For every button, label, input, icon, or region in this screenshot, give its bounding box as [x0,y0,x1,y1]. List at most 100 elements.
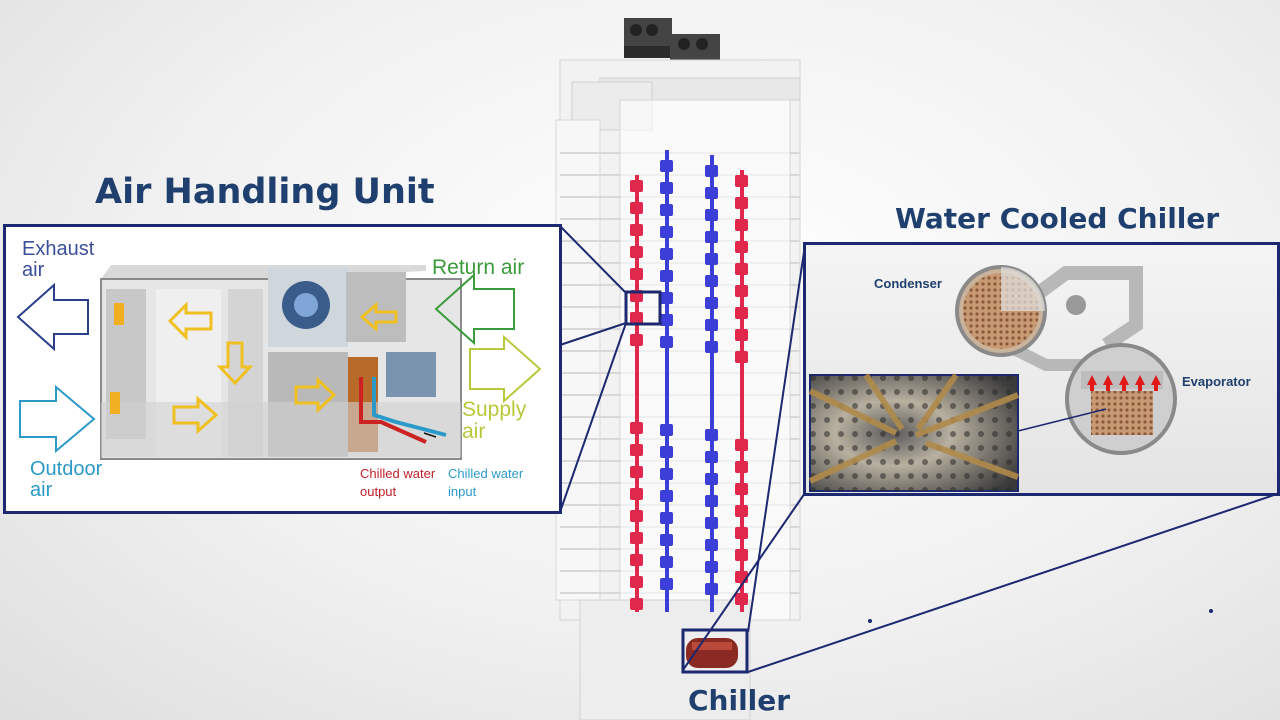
fan-coil-block [735,219,748,231]
fan-coil-block [735,483,748,495]
outdoor-air-arrow [19,384,96,454]
fan-coil-block [630,488,643,500]
condenser-vessel [955,265,1047,357]
ahu-panel: Exhaust air Return air Supply air Outdoo… [3,224,562,514]
fan-coil-block [735,241,748,253]
fan-coil-block [735,351,748,363]
fan-coil-block [660,424,673,436]
fan-coil-block [660,182,673,194]
fan-coil-block [660,248,673,260]
chw-output-line2: output [360,483,397,499]
fan-coil-block [705,429,718,441]
fan-coil-block [630,312,643,324]
fan-coil-block [735,307,748,319]
fan-coil-block [660,490,673,502]
supply-air-line1: Supply [462,398,527,421]
fan-coil-block [630,510,643,522]
supply-air-label: Supply air [462,398,527,444]
fan-coil-block [630,224,643,236]
fan-coil-block [630,576,643,588]
fan-coil-block [630,466,643,478]
fan-coil-block [660,468,673,480]
fan-coil-block [630,246,643,258]
exhaust-air-label: Exhaust air [22,239,94,281]
fan-coil-block [705,297,718,309]
fan-coil-block [735,197,748,209]
fan-coil-block [705,275,718,287]
fan-coil-block [630,532,643,544]
fan-coil-block [735,175,748,187]
supply-air-line2: air [462,420,486,444]
fan-coil-block [630,444,643,456]
chiller-illustration [808,265,1177,492]
chiller-panel-title: Water Cooled Chiller [895,202,1220,235]
fan-coil-block [735,549,748,561]
chw-input-line1: Chilled water [448,466,524,481]
chilled-water-output-label: Chilled water output [360,465,435,500]
exhaust-arrow [16,282,89,352]
fan-coil-block [705,495,718,507]
fan-coil-block [735,593,748,605]
fan-coil-block [660,512,673,524]
fan-coil-block [660,270,673,282]
fan-coil-block [735,329,748,341]
fan-coil-block [705,539,718,551]
fan-coil-block [705,165,718,177]
fan-coil-block [660,534,673,546]
heat-arrows [1087,375,1161,391]
fan-coil-block [630,334,643,346]
chiller-panel: Condenser Evaporator [803,242,1280,496]
fan-coil-block [660,292,673,304]
fan-coil-block [705,253,718,265]
fan-coil-block [630,202,643,214]
tube-bundle-inset [808,373,1020,492]
fan-coil-block [735,263,748,275]
return-air-label: Return air [432,256,525,279]
return-air-arrow [434,272,515,346]
fan-coil-block [660,446,673,458]
fan-coil-block [630,598,643,610]
outdoor-air-label: Outdoor air [30,459,102,501]
fan-coil-block [705,209,718,221]
fan-coil-block [660,204,673,216]
evaporator-vessel [1065,343,1177,455]
fan-coil-block [735,527,748,539]
exhaust-air-line2: air [22,259,45,281]
fan-coil-block [660,336,673,348]
fan-coil-block [735,505,748,517]
supply-air-arrow [469,334,542,404]
fan-coil-block [705,187,718,199]
fan-coil-block [735,461,748,473]
fan-coil-block [735,439,748,451]
fan-coil-block [705,561,718,573]
outdoor-air-line1: Outdoor [30,458,103,480]
fan-coil-block [705,473,718,485]
fan-coil-block [705,341,718,353]
exhaust-air-line1: Exhaust [22,238,95,260]
fan-coil-block [630,422,643,434]
outdoor-air-line2: air [30,479,53,501]
evaporator-label: Evaporator [1182,374,1251,389]
fan-coil-block [660,314,673,326]
fan-coil-block [630,554,643,566]
fan-coil-units [630,160,748,610]
chilled-water-input-label: Chilled water input [448,465,523,500]
chw-input-line2: input [448,483,477,499]
fan-coil-block [735,285,748,297]
fan-coil-block [705,319,718,331]
fan-coil-block [630,180,643,192]
fan-coil-block [660,578,673,590]
chiller-title: Chiller [688,684,791,717]
condenser-label: Condenser [874,276,942,291]
ahu-title: Air Handling Unit [95,172,435,212]
chw-output-line1: Chilled water [360,466,436,481]
ahu-illustration [16,265,542,460]
fan-coil-block [630,268,643,280]
fan-coil-block [660,160,673,172]
fan-coil-block [705,451,718,463]
fan-coil-block [660,556,673,568]
fan-coil-block [705,517,718,529]
fan-coil-block [705,583,718,595]
fan-coil-block [660,226,673,238]
